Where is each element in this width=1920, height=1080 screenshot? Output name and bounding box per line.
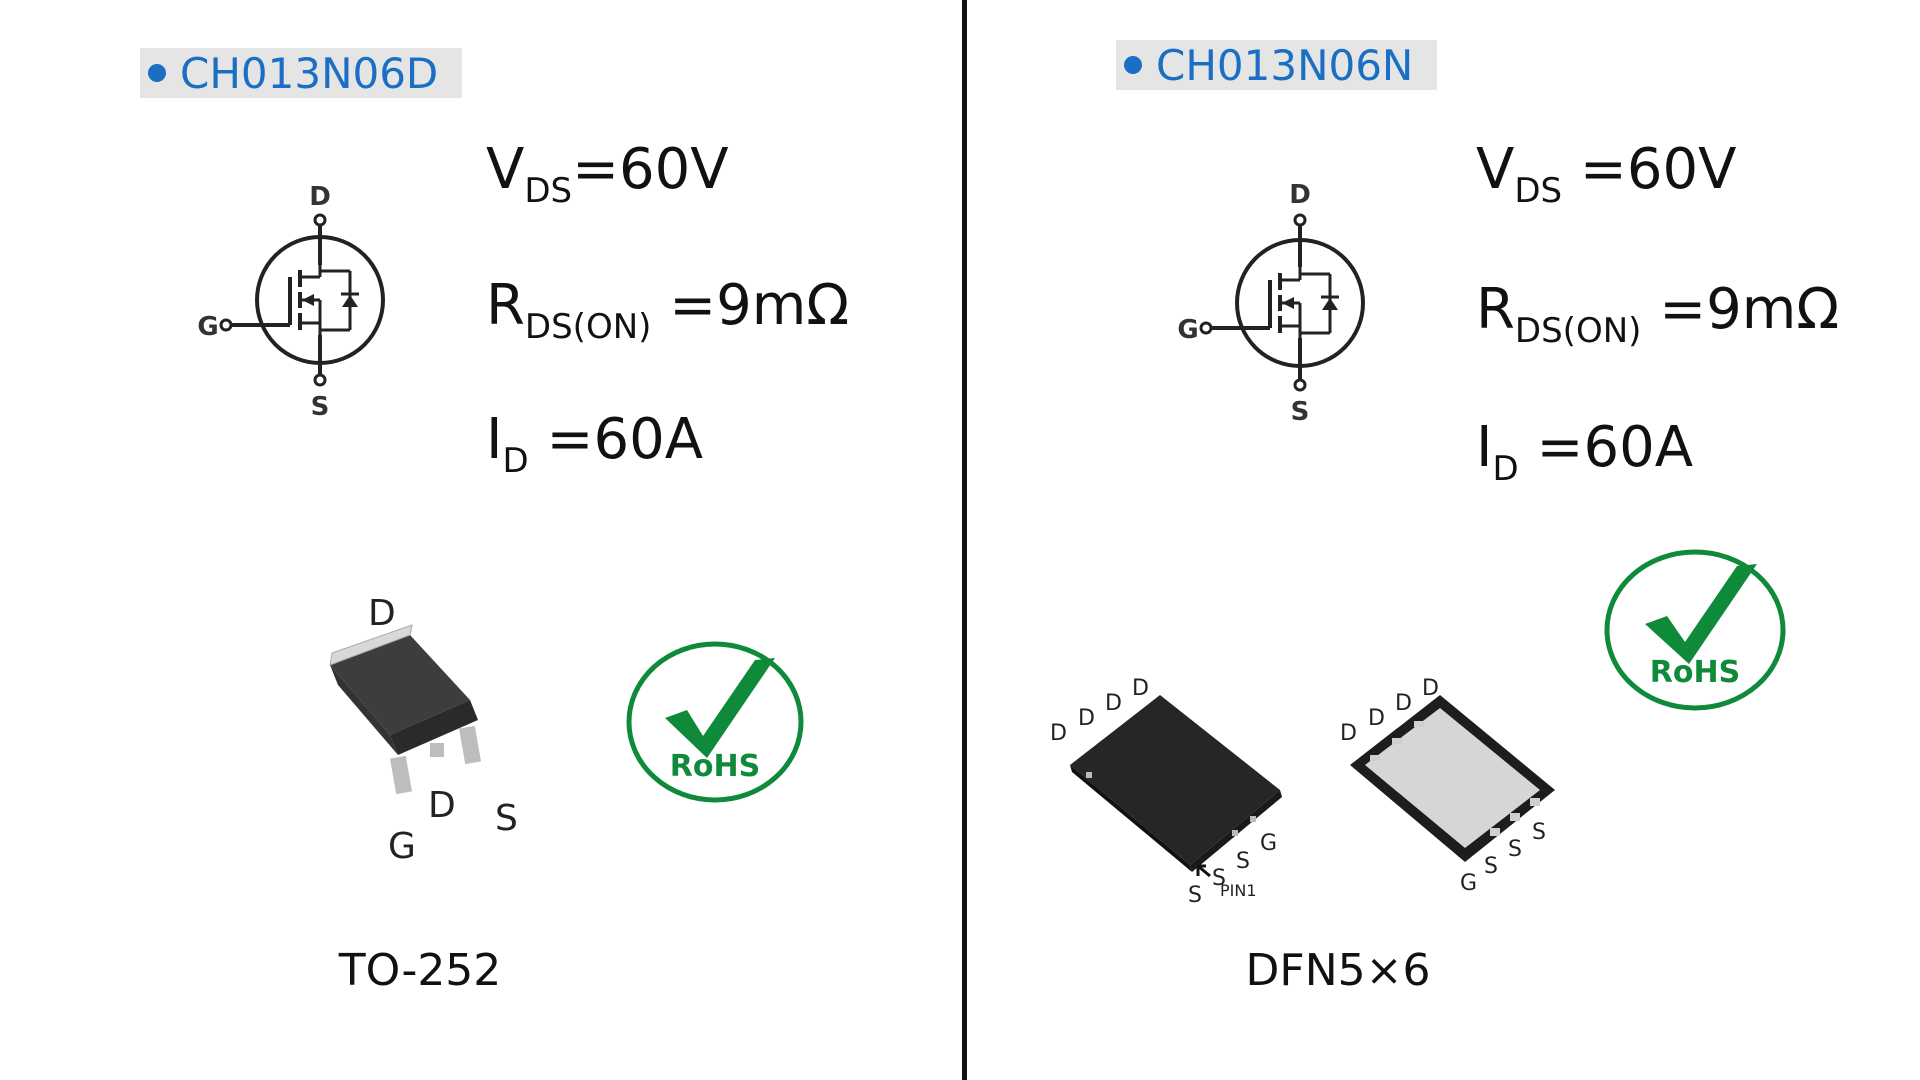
svg-text:D: D: [1422, 676, 1439, 701]
spec-rds-on: RDS(ON) =9mΩ: [486, 273, 850, 347]
svg-text:S: S: [1484, 854, 1498, 879]
spec-vds: VDS =60V: [1476, 137, 1737, 211]
pkg-source-label: S: [495, 798, 518, 839]
drain-pin-label: D: [1289, 180, 1311, 210]
pkg-top-drain-label: D: [368, 593, 396, 634]
rohs-text: RoHS: [1650, 655, 1740, 690]
dfn-top-drain-labels: D D D D: [1050, 676, 1149, 746]
bullet-icon: [148, 64, 166, 82]
part-title: CH013N06D: [140, 48, 463, 98]
panel-ch013n06n: CH013N06N D G S VDS =60V RDS(ON) =9mΩ ID: [968, 0, 1920, 1080]
svg-text:D: D: [1368, 706, 1385, 731]
svg-text:D: D: [1395, 691, 1412, 716]
gate-pin-label: G: [1177, 315, 1198, 345]
svg-text:D: D: [1340, 721, 1357, 746]
svg-text:S: S: [1188, 883, 1202, 908]
dfn-top-source-gate-labels: S S S G: [1188, 831, 1277, 908]
svg-text:D: D: [1105, 691, 1122, 716]
svg-text:S: S: [1508, 837, 1522, 862]
svg-text:D: D: [1132, 676, 1149, 701]
svg-text:G: G: [1460, 871, 1477, 896]
package-name: TO-252: [338, 945, 502, 996]
panel-ch013n06d: CH013N06D D G S VDS=60V RDS(ON) =9mΩ: [140, 48, 850, 996]
part-number: CH013N06D: [180, 48, 439, 98]
drain-pin-label: D: [309, 182, 331, 212]
gate-pin-label: G: [197, 312, 218, 342]
pin1-arrow-icon: [1196, 864, 1211, 878]
panel-divider: [962, 0, 967, 1080]
dfn-bottom-drain-labels: D D D D: [1340, 676, 1439, 746]
bullet-icon: [1124, 56, 1142, 74]
dfn-bottom-gate-source-labels: G S S S: [1460, 820, 1546, 896]
pin1-label: PIN1: [1220, 881, 1257, 900]
package-name: DFN5×6: [1245, 945, 1431, 996]
part-title: CH013N06N: [1116, 40, 1438, 90]
svg-text:D: D: [1050, 721, 1067, 746]
rohs-logo-icon: RoHS: [1604, 549, 1786, 711]
svg-text:D: D: [1078, 706, 1095, 731]
rohs-logo-icon: RoHS: [626, 641, 804, 803]
rohs-text: RoHS: [670, 749, 760, 784]
source-pin-label: S: [1291, 397, 1310, 427]
svg-text:S: S: [1236, 849, 1250, 874]
mosfet-symbol-icon: D G S: [1177, 180, 1365, 427]
mosfet-symbol-icon: D G S: [197, 182, 385, 422]
dfn-top-view-icon: D D D D S S S G PIN1: [1050, 676, 1282, 908]
pkg-gate-label: G: [388, 826, 416, 867]
spec-rds-on: RDS(ON) =9mΩ: [1476, 277, 1840, 351]
svg-text:G: G: [1260, 831, 1277, 856]
spec-vds: VDS=60V: [486, 137, 729, 211]
svg-text:S: S: [1212, 866, 1226, 891]
spec-id: ID =60A: [1476, 415, 1694, 489]
to252-package-icon: D G D S: [329, 593, 518, 867]
dfn-bottom-view-icon: D D D D G S S S: [1340, 676, 1555, 896]
spec-id: ID =60A: [486, 407, 704, 481]
pkg-drain-label: D: [428, 785, 456, 826]
source-pin-label: S: [311, 392, 330, 422]
svg-text:S: S: [1532, 820, 1546, 845]
part-number: CH013N06N: [1156, 40, 1414, 90]
